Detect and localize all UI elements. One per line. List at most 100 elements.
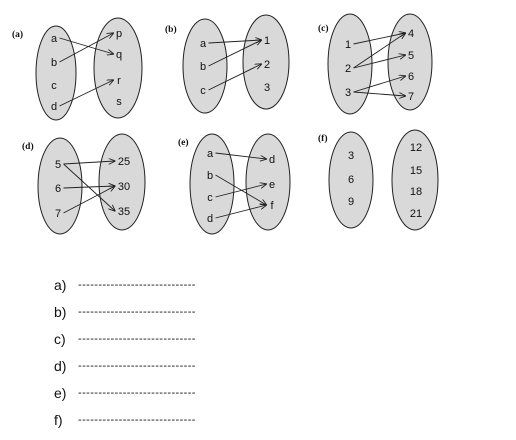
codomain-element: 2 bbox=[264, 59, 270, 71]
domain-element: c bbox=[207, 192, 213, 204]
domain-element: b bbox=[51, 57, 57, 69]
answer-blank[interactable]: ----------------------------- bbox=[78, 306, 196, 318]
mapping-arrow bbox=[353, 55, 406, 69]
mapping-arrow bbox=[353, 91, 406, 96]
mapping-arrow bbox=[59, 80, 114, 107]
answer-row-e: e) ----------------------------- bbox=[54, 383, 196, 403]
codomain-element: 18 bbox=[410, 186, 422, 198]
mapping-arrow bbox=[353, 76, 406, 93]
mapping-arrow bbox=[353, 33, 406, 45]
mapping-arrow bbox=[208, 64, 262, 91]
domain-element: d bbox=[207, 213, 213, 225]
domain-element: c bbox=[51, 80, 57, 92]
domain-element: 2 bbox=[345, 63, 351, 75]
answer-blank[interactable]: ----------------------------- bbox=[78, 387, 196, 399]
mapping-panel-d: (d) 5 6 7 25 30 35 bbox=[22, 133, 146, 235]
codomain-element: s bbox=[116, 96, 122, 108]
mapping-arrow bbox=[208, 40, 262, 67]
codomain-element: 35 bbox=[118, 206, 130, 218]
codomain-element: e bbox=[269, 179, 275, 191]
panel-label: (e) bbox=[178, 137, 189, 148]
answer-label: b) bbox=[54, 304, 67, 320]
mapping-arrow bbox=[63, 186, 116, 214]
mapping-panel-c: (c) 1 2 3 4 5 6 7 bbox=[318, 13, 433, 115]
mapping-arrow bbox=[63, 186, 116, 188]
domain-element: a bbox=[51, 33, 58, 45]
domain-element: a bbox=[200, 38, 207, 50]
mapping-arrow bbox=[215, 205, 267, 219]
answer-row-f: f) ----------------------------- bbox=[54, 410, 196, 430]
domain-element: b bbox=[200, 61, 206, 73]
domain-element: c bbox=[200, 85, 206, 97]
domain-set-ellipse bbox=[327, 13, 373, 115]
mapping-arrow bbox=[59, 33, 114, 63]
answer-label: d) bbox=[54, 358, 67, 374]
codomain-element: 25 bbox=[118, 156, 130, 168]
answer-label: c) bbox=[54, 331, 66, 347]
codomain-set-ellipse bbox=[242, 14, 290, 110]
codomain-element: 1 bbox=[264, 35, 270, 47]
panel-label: (f) bbox=[318, 133, 328, 144]
codomain-set-ellipse bbox=[93, 17, 143, 119]
codomain-element: d bbox=[269, 154, 275, 166]
domain-set-ellipse bbox=[189, 133, 235, 235]
answer-blank[interactable]: ----------------------------- bbox=[78, 333, 196, 345]
domain-set-ellipse bbox=[37, 137, 83, 235]
codomain-element: 7 bbox=[408, 91, 414, 103]
mapping-arrow bbox=[59, 37, 114, 54]
mapping-arrow bbox=[215, 174, 267, 205]
domain-element: 5 bbox=[55, 159, 61, 171]
codomain-element: q bbox=[116, 49, 122, 61]
codomain-element: r bbox=[117, 75, 121, 87]
panel-label: (b) bbox=[165, 24, 177, 35]
domain-element: 1 bbox=[345, 39, 351, 51]
codomain-element: 12 bbox=[410, 142, 422, 154]
codomain-element: 21 bbox=[410, 208, 422, 220]
mapping-arrow bbox=[353, 33, 406, 69]
mapping-arrow bbox=[63, 163, 116, 211]
domain-element: 7 bbox=[55, 208, 61, 220]
domain-set-ellipse bbox=[35, 25, 77, 121]
answer-row-c: c) ----------------------------- bbox=[54, 329, 196, 349]
answer-blank[interactable]: ----------------------------- bbox=[78, 279, 196, 291]
codomain-set-ellipse bbox=[391, 129, 439, 231]
codomain-element: 4 bbox=[408, 28, 414, 40]
mapping-arrow bbox=[63, 161, 116, 165]
domain-element: d bbox=[51, 101, 57, 113]
answer-label: e) bbox=[54, 385, 67, 401]
mapping-arrow bbox=[215, 152, 267, 159]
mapping-arrow bbox=[208, 40, 262, 44]
codomain-element: 3 bbox=[264, 82, 270, 94]
domain-element: 9 bbox=[348, 196, 354, 208]
mapping-diagrams: (a)abcdpqrs(b)abc123(c)1234567(d)5672530… bbox=[12, 13, 439, 235]
codomain-element: 30 bbox=[118, 181, 130, 193]
mapping-arrow bbox=[215, 184, 267, 198]
answer-blank[interactable]: ----------------------------- bbox=[78, 414, 196, 426]
codomain-element: f bbox=[270, 200, 274, 212]
codomain-element: p bbox=[116, 28, 122, 40]
domain-element: b bbox=[207, 170, 213, 182]
domain-element: 6 bbox=[348, 174, 354, 186]
domain-element: 6 bbox=[55, 183, 61, 195]
answer-row-a: a) ----------------------------- bbox=[54, 275, 196, 295]
panel-label: (a) bbox=[12, 29, 23, 40]
answer-label: a) bbox=[54, 277, 67, 293]
domain-set-ellipse bbox=[328, 131, 374, 229]
domain-element: 3 bbox=[345, 87, 351, 99]
codomain-element: 6 bbox=[408, 71, 414, 83]
codomain-element: 5 bbox=[408, 50, 414, 62]
domain-element: a bbox=[207, 148, 214, 160]
domain-element: 3 bbox=[348, 150, 354, 162]
codomain-element: 15 bbox=[410, 165, 422, 177]
mapping-panel-b: (b) abc 1 2 3 bbox=[165, 14, 290, 114]
panel-label: (c) bbox=[318, 23, 329, 34]
answer-blank[interactable]: ----------------------------- bbox=[78, 360, 196, 372]
answer-row-b: b) ----------------------------- bbox=[54, 302, 196, 322]
panel-label: (d) bbox=[22, 141, 34, 152]
answer-label: f) bbox=[54, 412, 63, 428]
answer-row-d: d) ----------------------------- bbox=[54, 356, 196, 376]
mapping-panel-f: (f) 3 6 9 12 15 18 21 bbox=[318, 129, 439, 231]
